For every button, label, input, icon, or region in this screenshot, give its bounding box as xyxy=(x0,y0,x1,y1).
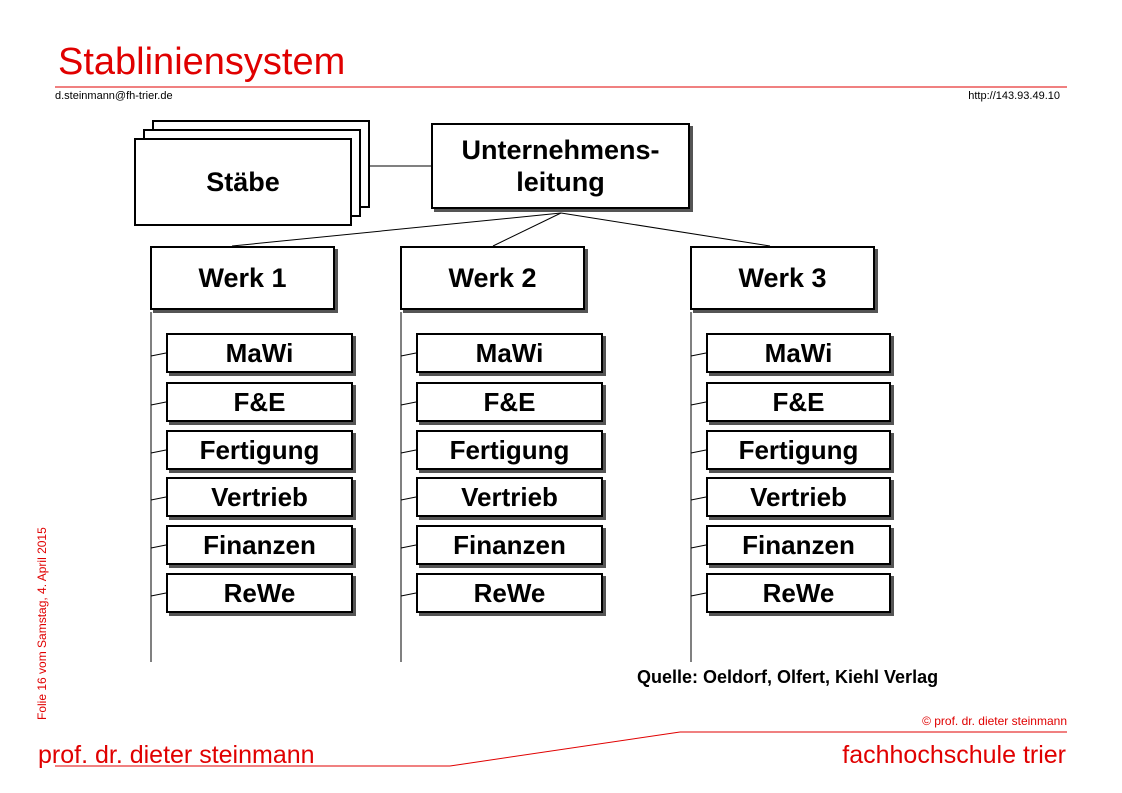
top-to-plant-1-connector xyxy=(231,212,562,247)
plant-3-unit-4-tick xyxy=(690,496,707,501)
plant-1-box: Werk 1 xyxy=(150,246,335,310)
plant-1-label: Werk 1 xyxy=(198,262,287,293)
server-url: http://143.93.49.10 xyxy=(968,90,1060,102)
unit-label: MaWi xyxy=(475,337,544,368)
plant-2-unit-5-tick xyxy=(400,544,417,549)
unit-label: MaWi xyxy=(225,337,294,368)
author-email: d.steinmann@fh-trier.de xyxy=(55,90,173,102)
slide-number-date: Folie 16 vom Samstag, 4. April 2015 xyxy=(35,527,49,720)
footer-institution: fachhochschule trier xyxy=(842,741,1066,769)
unit-label: F&E xyxy=(772,386,825,417)
plant-2-unit-finanzen: Finanzen xyxy=(416,525,603,565)
plant-3-unit-1-tick xyxy=(690,352,707,357)
plant-3-unit-fertigung: Fertigung xyxy=(706,430,891,470)
plant-3-box: Werk 3 xyxy=(690,246,875,310)
plant-1-unit-fertigung: Fertigung xyxy=(166,430,353,470)
plant-1-unit-finanzen: Finanzen xyxy=(166,525,353,565)
footer-rule-diagonal xyxy=(449,731,681,767)
plant-2-unit-2-tick xyxy=(400,401,417,406)
unit-label: Vertrieb xyxy=(461,481,558,512)
unit-label: Vertrieb xyxy=(211,481,308,512)
plant-3-unit-2-tick xyxy=(690,401,707,406)
plant-2-unit-3-tick xyxy=(400,449,417,454)
staff-label: Stäbe xyxy=(206,166,280,197)
plant-2-unit-fertigung: Fertigung xyxy=(416,430,603,470)
plant-1-unit-vertrieb: Vertrieb xyxy=(166,477,353,517)
top-management-box: Unternehmens- leitung xyxy=(431,123,690,209)
plant-1-unit-fe: F&E xyxy=(166,382,353,422)
top-to-plant-3-connector xyxy=(560,212,771,247)
plant-1-unit-3-tick xyxy=(150,449,167,454)
unit-label: ReWe xyxy=(762,577,835,608)
copyright-note: © prof. dr. dieter steinmann xyxy=(922,714,1067,728)
plant-3-unit-5-tick xyxy=(690,544,707,549)
plant-2-unit-1-tick xyxy=(400,352,417,357)
plant-2-unit-rewe: ReWe xyxy=(416,573,603,613)
plant-2-unit-mawi: MaWi xyxy=(416,333,603,373)
unit-label: Vertrieb xyxy=(750,481,847,512)
unit-label: F&E xyxy=(483,386,536,417)
unit-label: Finanzen xyxy=(203,529,316,560)
footer-author: prof. dr. dieter steinmann xyxy=(38,741,315,769)
plant-3-unit-6-tick xyxy=(690,592,707,597)
plant-1-unit-1-tick xyxy=(150,352,167,357)
unit-label: Fertigung xyxy=(738,434,859,465)
plant-1-unit-6-tick xyxy=(150,592,167,597)
unit-label: ReWe xyxy=(223,577,296,608)
plant-1-unit-4-tick xyxy=(150,496,167,501)
plant-1-unit-2-tick xyxy=(150,401,167,406)
plant-1-unit-mawi: MaWi xyxy=(166,333,353,373)
unit-label: Fertigung xyxy=(449,434,570,465)
unit-label: F&E xyxy=(233,386,286,417)
unit-label: Finanzen xyxy=(453,529,566,560)
plant-3-label: Werk 3 xyxy=(738,262,827,293)
slide-title: Stabliniensystem xyxy=(58,41,346,83)
plant-3-unit-mawi: MaWi xyxy=(706,333,891,373)
plant-2-unit-4-tick xyxy=(400,496,417,501)
unit-label: Finanzen xyxy=(742,529,855,560)
plant-3-unit-finanzen: Finanzen xyxy=(706,525,891,565)
plant-3-unit-vertrieb: Vertrieb xyxy=(706,477,891,517)
plant-2-unit-vertrieb: Vertrieb xyxy=(416,477,603,517)
unit-label: ReWe xyxy=(473,577,546,608)
plant-3-unit-fe: F&E xyxy=(706,382,891,422)
top-to-plant-2-connector xyxy=(492,212,562,247)
source-citation: Quelle: Oeldorf, Olfert, Kiehl Verlag xyxy=(637,667,939,687)
plant-3-unit-rewe: ReWe xyxy=(706,573,891,613)
plant-3-unit-3-tick xyxy=(690,449,707,454)
plant-2-unit-fe: F&E xyxy=(416,382,603,422)
unit-label: Fertigung xyxy=(199,434,320,465)
plant-2-box: Werk 2 xyxy=(400,246,585,310)
top-management-label: Unternehmens- leitung xyxy=(461,135,660,197)
plant-2-label: Werk 2 xyxy=(448,262,537,293)
plant-2-unit-6-tick xyxy=(400,592,417,597)
plant-1-unit-rewe: ReWe xyxy=(166,573,353,613)
unit-label: MaWi xyxy=(764,337,833,368)
staff-box: Stäbe xyxy=(134,138,352,226)
plant-1-unit-5-tick xyxy=(150,544,167,549)
